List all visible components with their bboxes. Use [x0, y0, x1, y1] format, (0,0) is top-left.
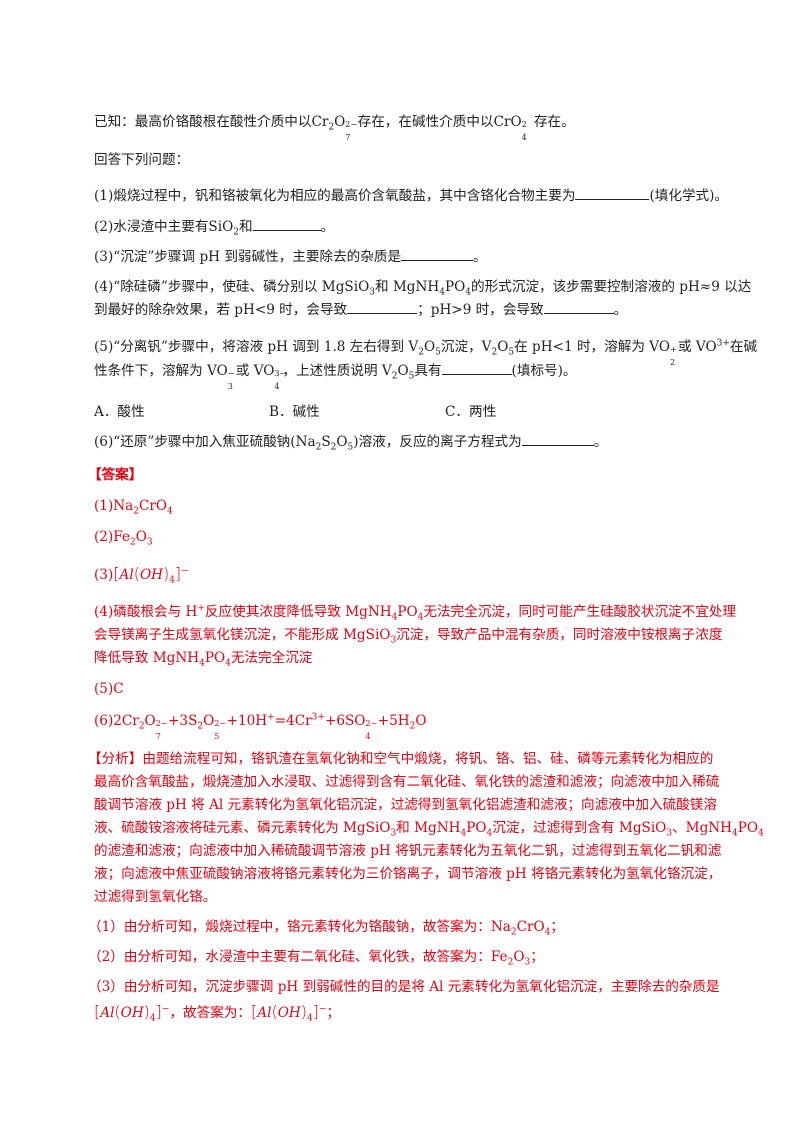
- analysis-line-5: 的滤渣和滤液；向滤液中加入稀硫酸调节溶液 pH 将钒元素转化为五氧化二钒，过滤得…: [94, 843, 722, 859]
- answer-1: (1)Na2CrO4: [94, 498, 173, 517]
- question-4-line-1: (4)“除硅磷”步骤中，使硅、磷分别以 MgSiO3和 MgNH4PO4的形式沉…: [94, 279, 752, 298]
- question-6: (6)“还原”步骤中加入焦亚硫酸钠(Na2S2O5)溶液，反应的离子方程式为。: [94, 432, 608, 453]
- answer-blank[interactable]: [521, 432, 594, 446]
- answer-heading: 【答案】: [88, 467, 143, 483]
- analysis-line-1: 【分析】由题给流程可知，铬钒渣在氢氧化钠和空气中煅烧，将钒、铬、铝、硅、磷等元素…: [88, 751, 714, 767]
- intro-text: 回答下列问题：: [94, 152, 190, 168]
- option-c[interactable]: C．两性: [445, 404, 497, 420]
- question-4-line-2: 到最好的除杂效果，若 pH<9 时，会导致；pH>9 时，会导致。: [94, 300, 628, 318]
- analysis-line-3: 酸调节溶液 pH 将 Al 元素转化为氢氧化铝沉淀，过滤得到氢氧化铝滤渣和滤液；…: [94, 797, 717, 813]
- answer-blank[interactable]: [543, 300, 614, 314]
- question-2: (2)水浸渣中主要有SiO2和。: [94, 217, 335, 238]
- answer-blank[interactable]: [575, 186, 650, 200]
- answer-blank[interactable]: [347, 300, 418, 314]
- answer-blank[interactable]: [252, 217, 321, 231]
- analysis-line-2: 最高价含氧酸盐，煅烧渣加入水浸取、过滤得到含有二氧化硅、氧化铁的滤渣和滤液；向滤…: [94, 774, 720, 790]
- answer-4-line-2: 会导镁离子生成氢氧化镁沉淀，不能形成 MgSiO3沉淀，导致产品中混有杂质，同时…: [94, 627, 723, 646]
- explanation-3-line-1: （3）由分析可知，沉淀步骤调 pH 到弱碱性的目的是将 Al 元素转化为氢氧化铝…: [88, 979, 720, 995]
- option-b[interactable]: B．碱性: [269, 404, 320, 420]
- analysis-line-4: 液、硫酸铵溶液将硅元素、磷元素转化为 MgSiO3和 MgNH4PO4沉淀，过滤…: [94, 820, 764, 839]
- analysis-line-6: 液；向滤液中焦亚硫酸钠溶液将铬元素转化为三价铬离子，调节溶液 pH 将铬元素转化…: [94, 866, 722, 882]
- question-1: (1)煅烧过程中，钒和铬被氧化为相应的最高价含氧酸盐，其中含铬化合物主要为(填化…: [94, 186, 729, 204]
- option-a[interactable]: A．酸性: [94, 404, 145, 420]
- question-3: (3)“沉淀”步骤调 pH 到弱碱性，主要除去的杂质是。: [94, 247, 487, 265]
- question-5-line-1: (5)“分离钒”步骤中，将溶液 pH 调到 1.8 左右得到 V2O5沉淀，VO…: [94, 338, 758, 367]
- answer-3: (3)[Al(OH)4]−: [94, 564, 189, 586]
- explanation-3-line-2: [Al(OH)4]−，故答案为：[Al(OH)4]−；: [94, 1002, 341, 1024]
- answer-blank[interactable]: [441, 361, 512, 375]
- analysis-line-7: 过滤得到氢氧化铬。: [94, 889, 217, 905]
- answer-4-line-1: (4)磷酸根会与 H+反应使其浓度降低导致 MgNH4PO4无法完全沉淀，同时可…: [94, 603, 737, 623]
- answer-4-line-3: 降低导致 MgNH4PO4无法完全沉淀: [94, 650, 313, 669]
- answer-2: (2)Fe2O3: [94, 529, 153, 548]
- explanation-1: （1）由分析可知，煅烧过程中，铬元素转化为铬酸钠，故答案为：Na2CrO4；: [88, 919, 564, 938]
- answer-blank[interactable]: [401, 247, 474, 261]
- answer-5: (5)C: [94, 681, 124, 697]
- explanation-2: （2）由分析可知，水浸渣中主要有二氧化硅、氧化铁，故答案为：Fe2O3；: [88, 949, 544, 968]
